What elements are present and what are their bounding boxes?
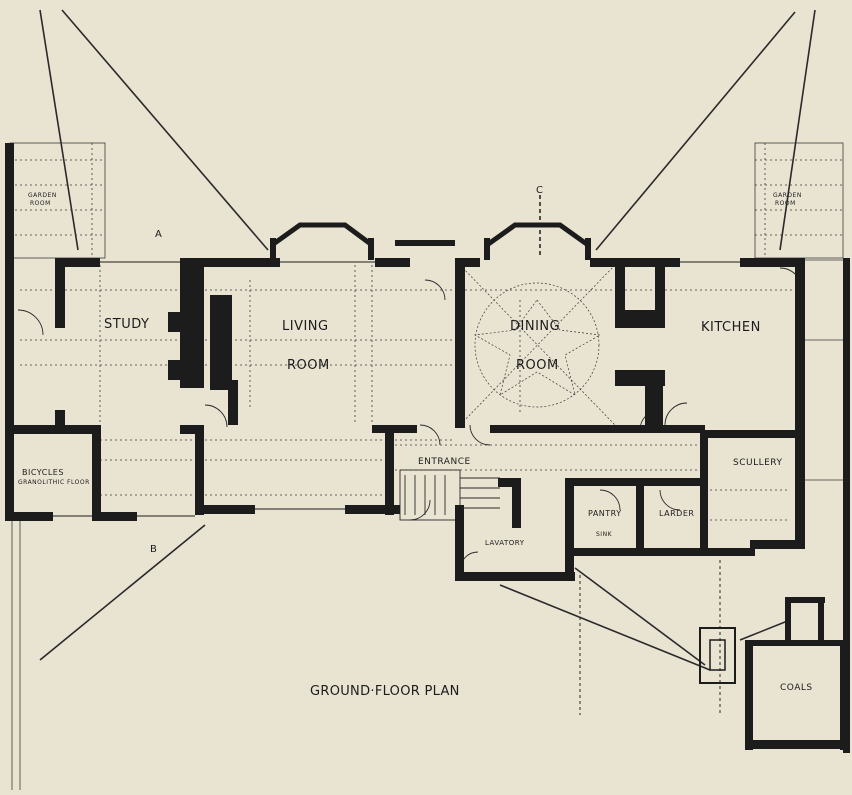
larder-label: LARDER [659,509,694,518]
entrance-label: ENTRANCE [418,457,471,467]
living-label-line2: ROOM [287,358,330,373]
bicycles-label: BICYCLES [22,468,64,477]
labels: GROUND·FLOOR PLAN STUDY LIVING ROOM DINI… [18,185,813,699]
living-label-line1: LIVING [282,319,329,334]
pantry-label: PANTRY [588,509,622,518]
pantry-sink-note: SINK [596,531,613,538]
study-label: STUDY [104,317,149,332]
garden-room-left-line1: GARDEN [28,192,57,199]
dining-label-line1: DINING [510,319,560,334]
section-mark-a: A [155,229,162,240]
sight-lines [39,9,816,715]
bay-windows [270,222,590,248]
kitchen-label: KITCHEN [701,320,761,335]
garden-room-left [9,142,106,259]
door-swings [17,267,803,571]
bicycles-floor-note: GRANOLITHIC FLOOR [18,479,90,486]
staircase [399,469,500,521]
dining-ceiling-pattern [459,264,616,426]
window-lines [8,260,801,540]
section-mark-c: C [536,185,543,196]
garden-room-right-line2: ROOM [775,200,796,207]
dining-label-line2: ROOM [516,358,559,373]
garden-room-left-line2: ROOM [30,200,51,207]
interior-detail-lines [11,259,850,790]
garden-room-right-line1: GARDEN [773,192,802,199]
walls [5,143,850,753]
section-mark-b: B [150,544,157,555]
garden-room-right [754,142,844,259]
lavatory-label: LAVATORY [485,539,525,547]
coals-label: COALS [780,683,813,693]
plan-title: GROUND·FLOOR PLAN [310,684,460,699]
scullery-label: SCULLERY [733,458,782,468]
